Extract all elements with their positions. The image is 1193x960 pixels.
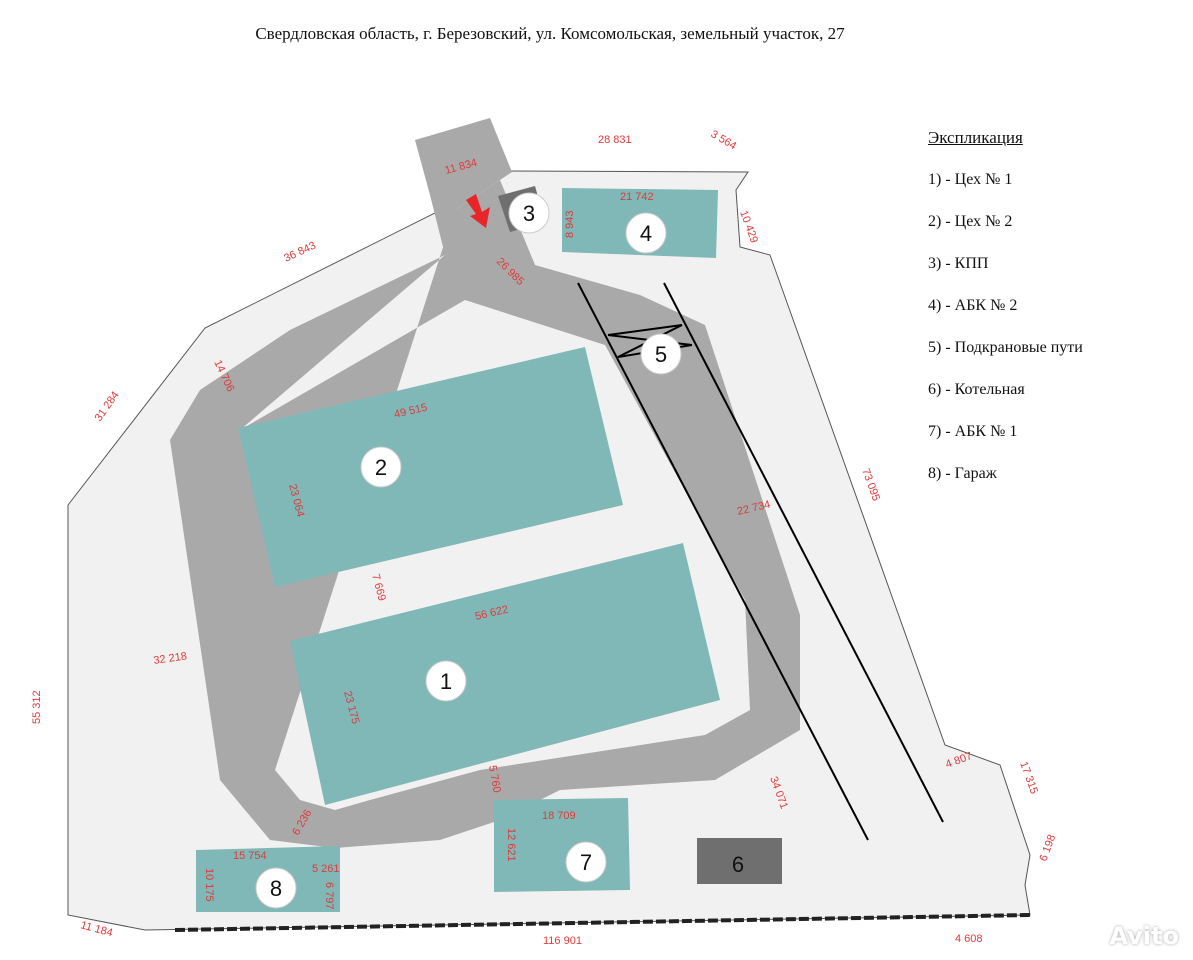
- dimension-label: 32 218: [153, 650, 188, 667]
- entrance-arrow-icon: [466, 194, 490, 228]
- svg-text:7: 7: [580, 850, 592, 875]
- marker-8: 8: [255, 867, 297, 909]
- dimension-label: 5 261: [312, 863, 340, 875]
- dimension-label: 10 175: [203, 868, 215, 902]
- svg-text:6: 6: [732, 852, 744, 877]
- marker-2: 2: [360, 446, 402, 488]
- dimension-label: 5 760: [486, 764, 503, 793]
- dimension-label: 116 901: [543, 935, 582, 947]
- legend-item: 8) - Гараж: [928, 465, 997, 482]
- dimension-label: 36 843: [282, 240, 318, 265]
- legend-item: 3) - КПП: [928, 255, 989, 272]
- legend-title: Экспликация: [928, 128, 1023, 147]
- marker-4: 4: [625, 212, 667, 254]
- marker-7: 7: [565, 841, 607, 883]
- marker-5: 5: [640, 333, 682, 375]
- legend-panel: Экспликация 1) - Цех № 1 2) - Цех № 2 3)…: [928, 128, 1178, 506]
- dimension-label: 17 315: [1017, 760, 1040, 796]
- page-title: Свердловская область, г. Березовский, ул…: [255, 24, 845, 43]
- marker-1: 1: [425, 660, 467, 702]
- legend-item: 1) - Цех № 1: [928, 171, 1013, 188]
- svg-text:4: 4: [640, 221, 652, 246]
- svg-text:1: 1: [440, 669, 452, 694]
- dimension-label: 21 742: [620, 191, 654, 203]
- dimension-label: 8 943: [564, 210, 576, 238]
- svg-text:5: 5: [655, 342, 667, 367]
- legend-item: 5) - Подкрановые пути: [928, 339, 1083, 356]
- dimension-label: 15 754: [233, 850, 267, 862]
- building-6-boiler: [697, 838, 782, 884]
- marker-6: 6: [732, 852, 744, 877]
- entrance-road: [415, 118, 512, 255]
- dimension-label: 4 608: [955, 933, 983, 945]
- avito-watermark: Avito: [1109, 922, 1179, 950]
- legend-item: 7) - АБК № 1: [928, 423, 1018, 440]
- legend-item: 2) - Цех № 2: [928, 213, 1013, 230]
- dimension-label: 6 797: [323, 882, 335, 910]
- dimension-label: 18 709: [542, 810, 576, 822]
- marker-3: 3: [508, 192, 550, 234]
- svg-text:8: 8: [270, 876, 282, 901]
- legend-item: 4) - АБК № 2: [928, 297, 1018, 314]
- crane-track-line: [607, 324, 683, 336]
- svg-text:3: 3: [523, 201, 535, 226]
- dimension-label: 55 312: [31, 690, 43, 724]
- crane-track-line: [577, 282, 869, 841]
- dimension-label: 12 621: [505, 828, 517, 862]
- crane-track-line: [663, 282, 944, 823]
- dimension-label: 3 564: [709, 128, 739, 152]
- building-2-workshop: [238, 347, 623, 587]
- dimension-label: 31 284: [93, 389, 122, 423]
- svg-text:2: 2: [375, 455, 387, 480]
- legend-item: 6) - Котельная: [928, 381, 1025, 398]
- dimension-label: 73 095: [859, 467, 882, 503]
- dimension-label: 6 198: [1038, 833, 1059, 863]
- dimension-label: 28 831: [598, 134, 632, 146]
- dimension-label: 10 429: [737, 209, 760, 245]
- building-1-workshop: [290, 543, 720, 805]
